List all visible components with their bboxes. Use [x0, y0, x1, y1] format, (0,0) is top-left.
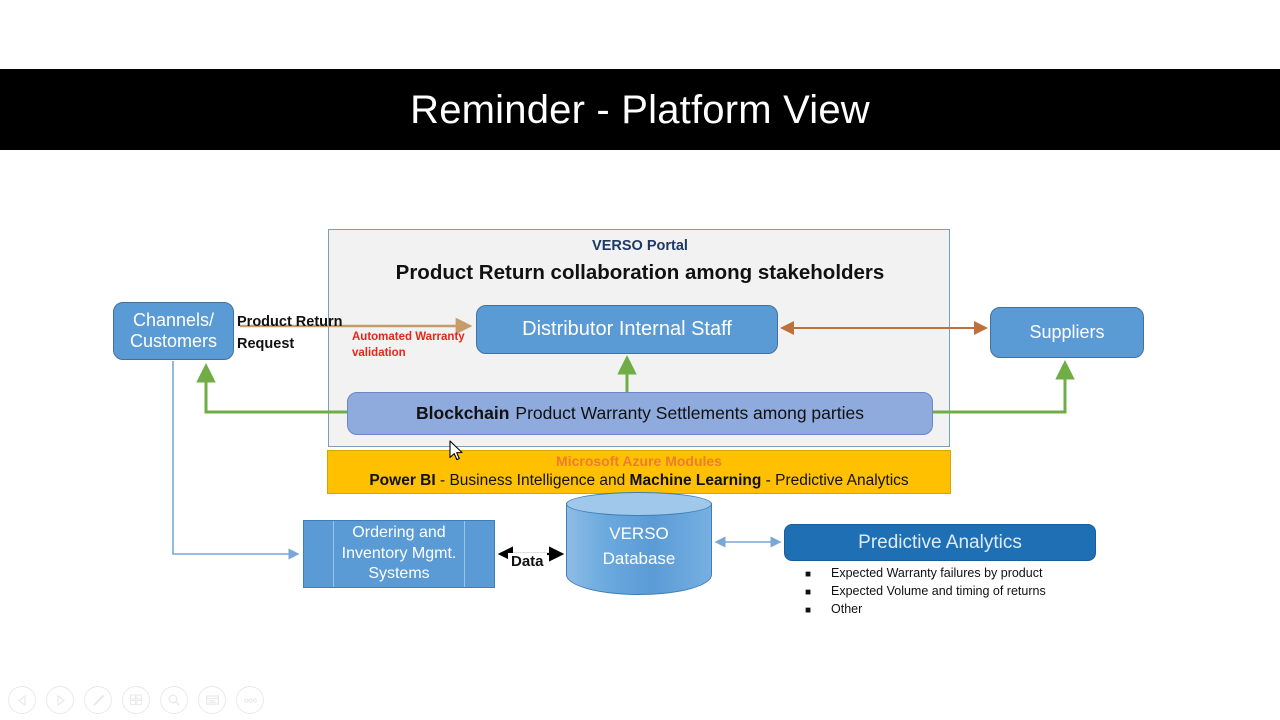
- mouse-cursor: [449, 440, 463, 461]
- azure-subtitle: Power BI - Business Intelligence and Mac…: [369, 471, 908, 491]
- presenter-toolbar[interactable]: [8, 686, 264, 714]
- previous-slide-button[interactable]: [8, 686, 36, 714]
- arrow-blockchain-channels: [196, 363, 347, 414]
- ellipsis-icon: [243, 697, 257, 703]
- database-line-1: VERSO: [609, 524, 669, 543]
- node-predictive-analytics[interactable]: Predictive Analytics: [784, 524, 1096, 561]
- prr-line-2: Request: [237, 336, 295, 353]
- channels-line-2: Customers: [129, 331, 218, 351]
- next-slide-button[interactable]: [46, 686, 74, 714]
- node-distributor-internal-staff[interactable]: Distributor Internal Staff: [476, 305, 778, 354]
- ordering-line-2: Inventory Mgmt.: [341, 544, 457, 562]
- predictive-analytics-bullet-list: ■ Expected Warranty failures by product …: [805, 565, 1105, 618]
- suppliers-label: Suppliers: [1029, 322, 1105, 343]
- azure-bi-text: - Business Intelligence and: [435, 472, 630, 490]
- awv-line-1: Automated Warranty: [352, 331, 465, 343]
- blockchain-strong: Blockchain: [416, 403, 510, 423]
- label-data: Data: [508, 553, 547, 570]
- pen-icon: [92, 694, 104, 706]
- triangle-left-icon: [17, 694, 26, 706]
- blockchain-rest: Product Warranty Settlements among parti…: [515, 403, 864, 423]
- arrow-channels-ordering: [172, 361, 300, 560]
- list-item: ■ Expected Warranty failures by product: [805, 565, 1105, 583]
- predictive-label: Predictive Analytics: [858, 531, 1022, 553]
- prr-line-1: Product Return: [237, 314, 343, 330]
- awv-line-2: validation: [352, 346, 406, 359]
- node-channels-customers[interactable]: Channels/ Customers: [113, 302, 234, 360]
- grid-icon: [130, 694, 142, 706]
- bullet-text: Expected Volume and timing of returns: [831, 583, 1046, 598]
- node-ordering-inventory-systems[interactable]: Ordering and Inventory Mgmt. Systems: [303, 520, 495, 588]
- slide-title-bar: Reminder - Platform View: [0, 69, 1280, 150]
- arrow-blockchain-suppliers: [933, 360, 1075, 414]
- zoom-slide-button[interactable]: [160, 686, 188, 714]
- square-bullet-icon: ■: [805, 569, 812, 580]
- database-label: VERSO Database: [567, 522, 711, 571]
- azure-ml: Machine Learning: [629, 472, 762, 490]
- square-bullet-icon: ■: [805, 604, 812, 616]
- node-azure-modules[interactable]: Microsoft Azure Modules Power BI - Busin…: [327, 450, 951, 494]
- list-item: ■ Expected Volume and timing of returns: [805, 583, 1105, 601]
- node-blockchain[interactable]: Blockchain Product Warranty Settlements …: [347, 392, 933, 435]
- triangle-right-icon: [56, 694, 65, 706]
- list-item: ■ Other: [805, 601, 1105, 619]
- square-bullet-icon: ■: [805, 586, 812, 598]
- magnifier-icon: [168, 694, 180, 706]
- slide-grid-button[interactable]: [122, 686, 150, 714]
- page-title: Reminder - Platform View: [410, 87, 870, 132]
- database-line-2: Database: [602, 548, 676, 568]
- screen-icon: [205, 695, 219, 705]
- verso-portal-label: VERSO Portal: [592, 238, 688, 254]
- azure-powerbi: Power BI: [369, 472, 436, 490]
- label-product-return-request: Product Return Request: [237, 311, 407, 356]
- ordering-line-1: Ordering and: [352, 523, 446, 541]
- more-options-button[interactable]: [236, 686, 264, 714]
- bullet-text: Other: [831, 601, 863, 616]
- pen-annotate-button[interactable]: [84, 686, 112, 714]
- bullet-text: Expected Warranty failures by product: [831, 566, 1043, 580]
- channels-line-1: Channels/: [132, 310, 215, 331]
- ordering-line-3: Systems: [368, 565, 430, 583]
- azure-pa-text: - Predictive Analytics: [761, 472, 909, 490]
- presentation-view-button[interactable]: [198, 686, 226, 714]
- azure-heading: Microsoft Azure Modules: [556, 452, 722, 469]
- label-automated-warranty-validation: Automated Warranty validation: [352, 330, 482, 361]
- database-cylinder-top: [566, 492, 712, 516]
- node-verso-database[interactable]: VERSO Database: [566, 492, 712, 595]
- distributor-label: Distributor Internal Staff: [522, 318, 732, 340]
- node-suppliers[interactable]: Suppliers: [990, 307, 1144, 358]
- verso-portal-subtitle: Product Return collaboration among stake…: [395, 261, 885, 284]
